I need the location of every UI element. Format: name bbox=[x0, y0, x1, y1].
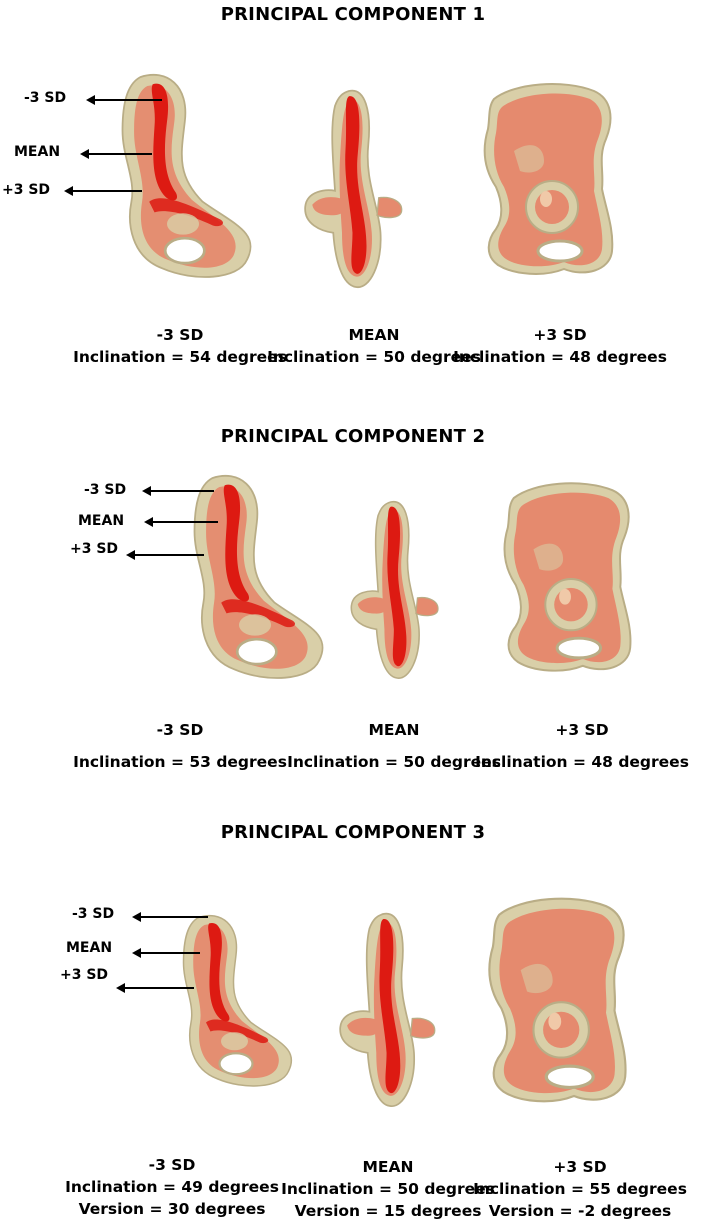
caption-line: Inclination = 50 degrees bbox=[287, 753, 501, 771]
pc2-arrow-label-plus3sd: +3 SD bbox=[70, 541, 119, 557]
pc3-arrow-minus3sd bbox=[132, 912, 208, 921]
caption-label: -3 SD bbox=[156, 326, 204, 344]
pc2-arrow-mean bbox=[144, 517, 218, 526]
pc1-title: PRINCIPAL COMPONENT 1 bbox=[220, 4, 486, 25]
pc2-arrow-minus3sd bbox=[142, 486, 214, 495]
pc1-arrow-label-mean: MEAN bbox=[14, 144, 61, 160]
caption-label: +3 SD bbox=[555, 721, 609, 739]
caption-line: Inclination = 48 degrees bbox=[475, 753, 689, 771]
pc2-arrow-label-minus3sd: -3 SD bbox=[84, 482, 127, 498]
pc2-caption-mean: MEAN Inclination = 50 degrees bbox=[274, 719, 514, 773]
caption-line: Inclination = 50 degrees bbox=[267, 348, 481, 366]
pc1-caption-mean: MEAN Inclination = 50 degrees bbox=[254, 324, 494, 368]
pc3-arrow-label-mean: MEAN bbox=[66, 940, 113, 956]
pc2-arrow-plus3sd bbox=[126, 550, 204, 559]
caption-line: Version = 15 degrees bbox=[294, 1202, 482, 1220]
caption-line: Version = 30 degrees bbox=[78, 1200, 266, 1218]
pc3-front-bone bbox=[478, 880, 638, 1120]
pc2-arrow-label-mean: MEAN bbox=[78, 513, 125, 529]
caption-line: Inclination = 53 degrees bbox=[73, 753, 287, 771]
pc3-arrow-plus3sd bbox=[116, 983, 194, 992]
pc3-caption-minus3sd: -3 SD Inclination = 49 degrees Version =… bbox=[52, 1154, 292, 1220]
pc3-caption-mean: MEAN Inclination = 50 degrees Version = … bbox=[268, 1156, 508, 1222]
pc1-arrow-mean bbox=[80, 149, 152, 158]
pc2-caption-plus3sd: +3 SD Inclination = 48 degrees bbox=[462, 719, 702, 773]
caption-label: MEAN bbox=[348, 326, 400, 344]
pc1-arrow-label-plus3sd: +3 SD bbox=[2, 182, 51, 198]
pc1-arrow-minus3sd bbox=[86, 95, 162, 104]
caption-label: -3 SD bbox=[148, 1156, 196, 1174]
pc3-arrow-mean bbox=[132, 948, 200, 957]
caption-line: Inclination = 55 degrees bbox=[473, 1180, 687, 1198]
pc3-arrow-label-minus3sd: -3 SD bbox=[72, 906, 115, 922]
pc3-arrow-label-plus3sd: +3 SD bbox=[60, 967, 109, 983]
pc3-title: PRINCIPAL COMPONENT 3 bbox=[220, 822, 486, 843]
pc2-title: PRINCIPAL COMPONENT 2 bbox=[220, 426, 486, 447]
caption-label: +3 SD bbox=[533, 326, 587, 344]
pc1-caption-plus3sd: +3 SD Inclination = 48 degrees bbox=[440, 324, 680, 368]
pc1-arrow-plus3sd bbox=[64, 186, 142, 195]
caption-line: Inclination = 48 degrees bbox=[453, 348, 667, 366]
caption-line: Inclination = 54 degrees bbox=[73, 348, 287, 366]
caption-label: MEAN bbox=[362, 1158, 414, 1176]
pc3-caption-plus3sd: +3 SD Inclination = 55 degrees Version =… bbox=[460, 1156, 700, 1222]
caption-label: +3 SD bbox=[553, 1158, 607, 1176]
caption-line: Inclination = 50 degrees bbox=[281, 1180, 495, 1198]
pc2-section: PRINCIPAL COMPONENT 2 -3 SD MEAN +3 SD -… bbox=[60, 426, 702, 773]
caption-line: Inclination = 49 degrees bbox=[65, 1178, 279, 1196]
pc3-edge-bone bbox=[330, 900, 450, 1120]
caption-label: -3 SD bbox=[156, 721, 204, 739]
pc1-section: PRINCIPAL COMPONENT 1 -3 SD MEAN +3 SD -… bbox=[0, 0, 706, 380]
pc1-arrow-label-minus3sd: -3 SD bbox=[24, 90, 67, 106]
pc1-caption-minus3sd: -3 SD Inclination = 54 degrees bbox=[60, 324, 300, 368]
caption-label: MEAN bbox=[368, 721, 420, 739]
pc2-caption-minus3sd: -3 SD Inclination = 53 degrees bbox=[60, 719, 300, 773]
caption-line: Version = -2 degrees bbox=[488, 1202, 672, 1220]
